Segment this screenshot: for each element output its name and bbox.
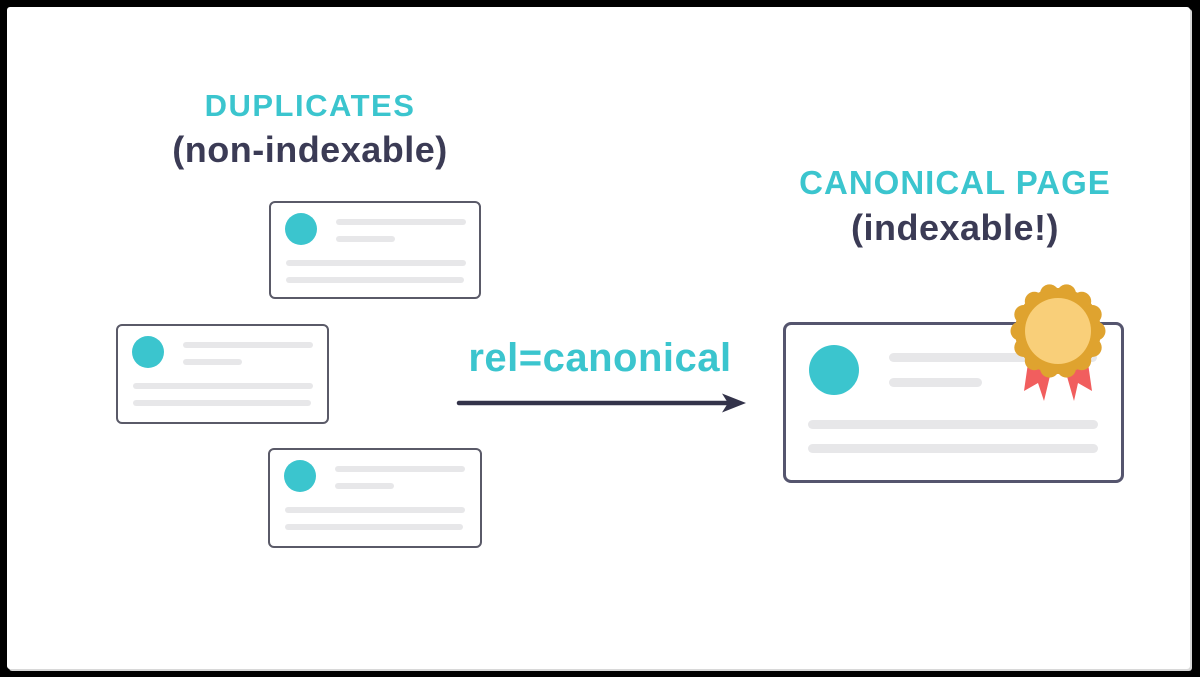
text-placeholder-line — [336, 219, 466, 225]
text-placeholder-line — [335, 466, 465, 472]
canonical-title-block: CANONICAL PAGE (indexable!) — [755, 164, 1155, 249]
duplicate-page-card — [268, 448, 482, 548]
text-placeholder-line — [336, 236, 395, 242]
canonical-subtitle: (indexable!) — [850, 207, 1060, 248]
avatar-circle-icon — [132, 336, 164, 368]
avatar-circle-icon — [809, 345, 859, 395]
text-placeholder-line — [133, 383, 313, 389]
text-placeholder-line — [889, 353, 1097, 362]
avatar-circle-icon — [285, 213, 317, 245]
text-placeholder-line — [889, 378, 982, 387]
text-placeholder-line — [183, 342, 313, 348]
duplicate-page-card — [116, 324, 329, 424]
text-placeholder-line — [335, 483, 394, 489]
text-placeholder-line — [808, 420, 1098, 429]
text-placeholder-line — [808, 444, 1098, 453]
text-placeholder-line — [133, 400, 311, 406]
award-ribbon-badge-icon — [1010, 284, 1106, 401]
duplicates-title: DUPLICATES — [204, 88, 416, 123]
canonical-title: CANONICAL PAGE — [799, 164, 1111, 201]
duplicates-subtitle: (non-indexable) — [172, 129, 448, 170]
right-arrow-icon — [456, 393, 746, 413]
text-placeholder-line — [285, 507, 465, 513]
text-placeholder-line — [183, 359, 242, 365]
text-placeholder-line — [285, 524, 463, 530]
duplicate-page-card — [269, 201, 481, 299]
duplicates-title-block: DUPLICATES (non-indexable) — [110, 88, 510, 171]
rel-canonical-label: rel=canonical — [468, 336, 732, 380]
avatar-circle-icon — [284, 460, 316, 492]
text-placeholder-line — [286, 260, 466, 266]
text-placeholder-line — [286, 277, 464, 283]
canonical-page-card — [783, 322, 1124, 483]
